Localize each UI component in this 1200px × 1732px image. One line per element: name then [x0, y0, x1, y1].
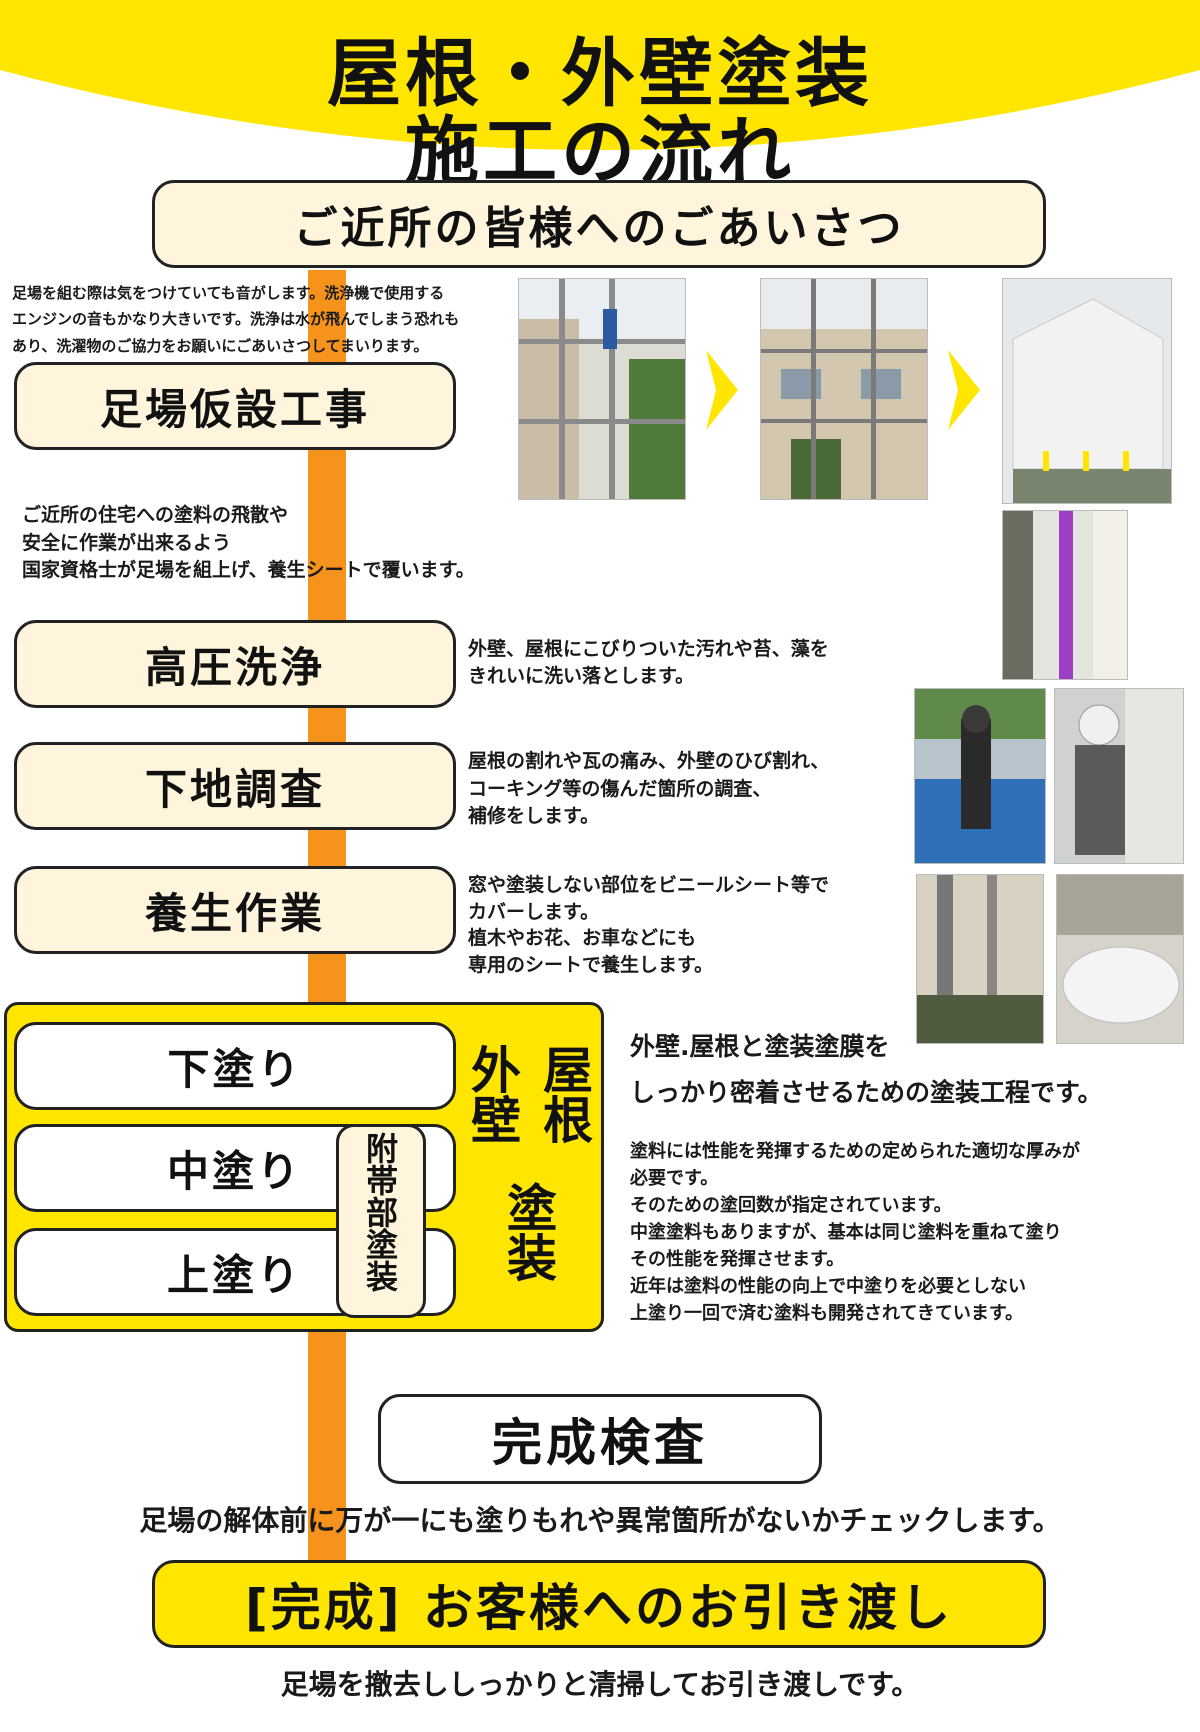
- topcoat-label: 上塗り: [167, 1250, 303, 1300]
- masking-step: 養生作業: [14, 866, 456, 954]
- washing-photo-2: [1054, 688, 1184, 864]
- accessory-painting-label: 附帯部塗装: [361, 1132, 399, 1292]
- final-inspection-description: 足場の解体前に万が一にも塗りもれや異常箇所がないかチェックします。: [139, 1504, 1061, 1537]
- undercoat-step: 下塗り: [14, 1022, 456, 1110]
- masking-label: 養生作業: [144, 888, 325, 938]
- greeting-description: 足場を組む際は気をつけていても音がします。洗浄機で使用する エンジンの音もかなり…: [12, 284, 460, 355]
- scaffold-photo-1: [518, 278, 686, 500]
- midcoat-label: 中塗り: [167, 1146, 303, 1196]
- inspection-description: 屋根の割れや瓦の痛み、外壁のひび割れ、 コーキング等の傷んだ箇所の調査、 補修を…: [468, 750, 830, 828]
- undercoat-label: 下塗り: [167, 1044, 303, 1094]
- washing-step: 高圧洗浄: [14, 620, 456, 708]
- handover-step: [完成] お客様へのお引き渡し: [152, 1560, 1046, 1648]
- handover-description: 足場を撤去ししっかりと清掃してお引き渡しです。: [280, 1668, 920, 1701]
- header-background: [0, 0, 1200, 150]
- handover-label: [完成] お客様へのお引き渡し: [244, 1579, 954, 1637]
- arrow-right-icon: [948, 350, 980, 430]
- washing-description: 外壁、屋根にこびりついた汚れや苔、藻を きれいに洗い落とします。: [468, 638, 829, 687]
- scaffolding-step: 足場仮設工事: [14, 362, 456, 450]
- painting-description: 塗料には性能を発揮するための定められた適切な厚みが 必要です。 そのための塗回数…: [630, 1141, 1080, 1324]
- page-title-line-1: 屋根・外壁塗装: [327, 31, 873, 117]
- wall-label: 外壁: [463, 1044, 521, 1144]
- washing-label: 高圧洗浄: [144, 642, 325, 692]
- greeting-label: ご近所の皆様へのごあいさつ: [293, 203, 905, 254]
- inspection-label: 下地調査: [144, 764, 325, 814]
- scaffolding-description: ご近所の住宅への塗料の飛散や 安全に作業が出来るよう 国家資格士が足場を組上げ、…: [22, 504, 475, 582]
- final-inspection-label: 完成検査: [492, 1414, 708, 1472]
- greeting-step: ご近所の皆様へのごあいさつ: [152, 180, 1046, 268]
- washing-photo-1: [914, 688, 1046, 864]
- accessory-painting-box: [336, 1124, 426, 1318]
- scaffold-photo-2: [760, 278, 928, 500]
- masking-description: 窓や塗装しない部位をビニールシート等で カバーします。 植木やお花、お車などにも…: [468, 874, 830, 976]
- painting-headline: 外壁.屋根と塗装塗膜を しっかり密着させるための塗装工程です。: [630, 1032, 1103, 1108]
- masking-photo-2: [1056, 874, 1184, 1044]
- roof-label: 屋根: [535, 1044, 593, 1144]
- inspection-step: 下地調査: [14, 742, 456, 830]
- masking-photo-1: [916, 874, 1044, 1044]
- masking-detail-photo: [1002, 510, 1128, 680]
- scaffold-photo-3: [1002, 278, 1172, 504]
- paint-label: 塗装: [499, 1182, 557, 1282]
- scaffolding-label: 足場仮設工事: [99, 384, 370, 434]
- arrow-right-icon: [706, 350, 738, 430]
- final-inspection-step: 完成検査: [378, 1394, 822, 1484]
